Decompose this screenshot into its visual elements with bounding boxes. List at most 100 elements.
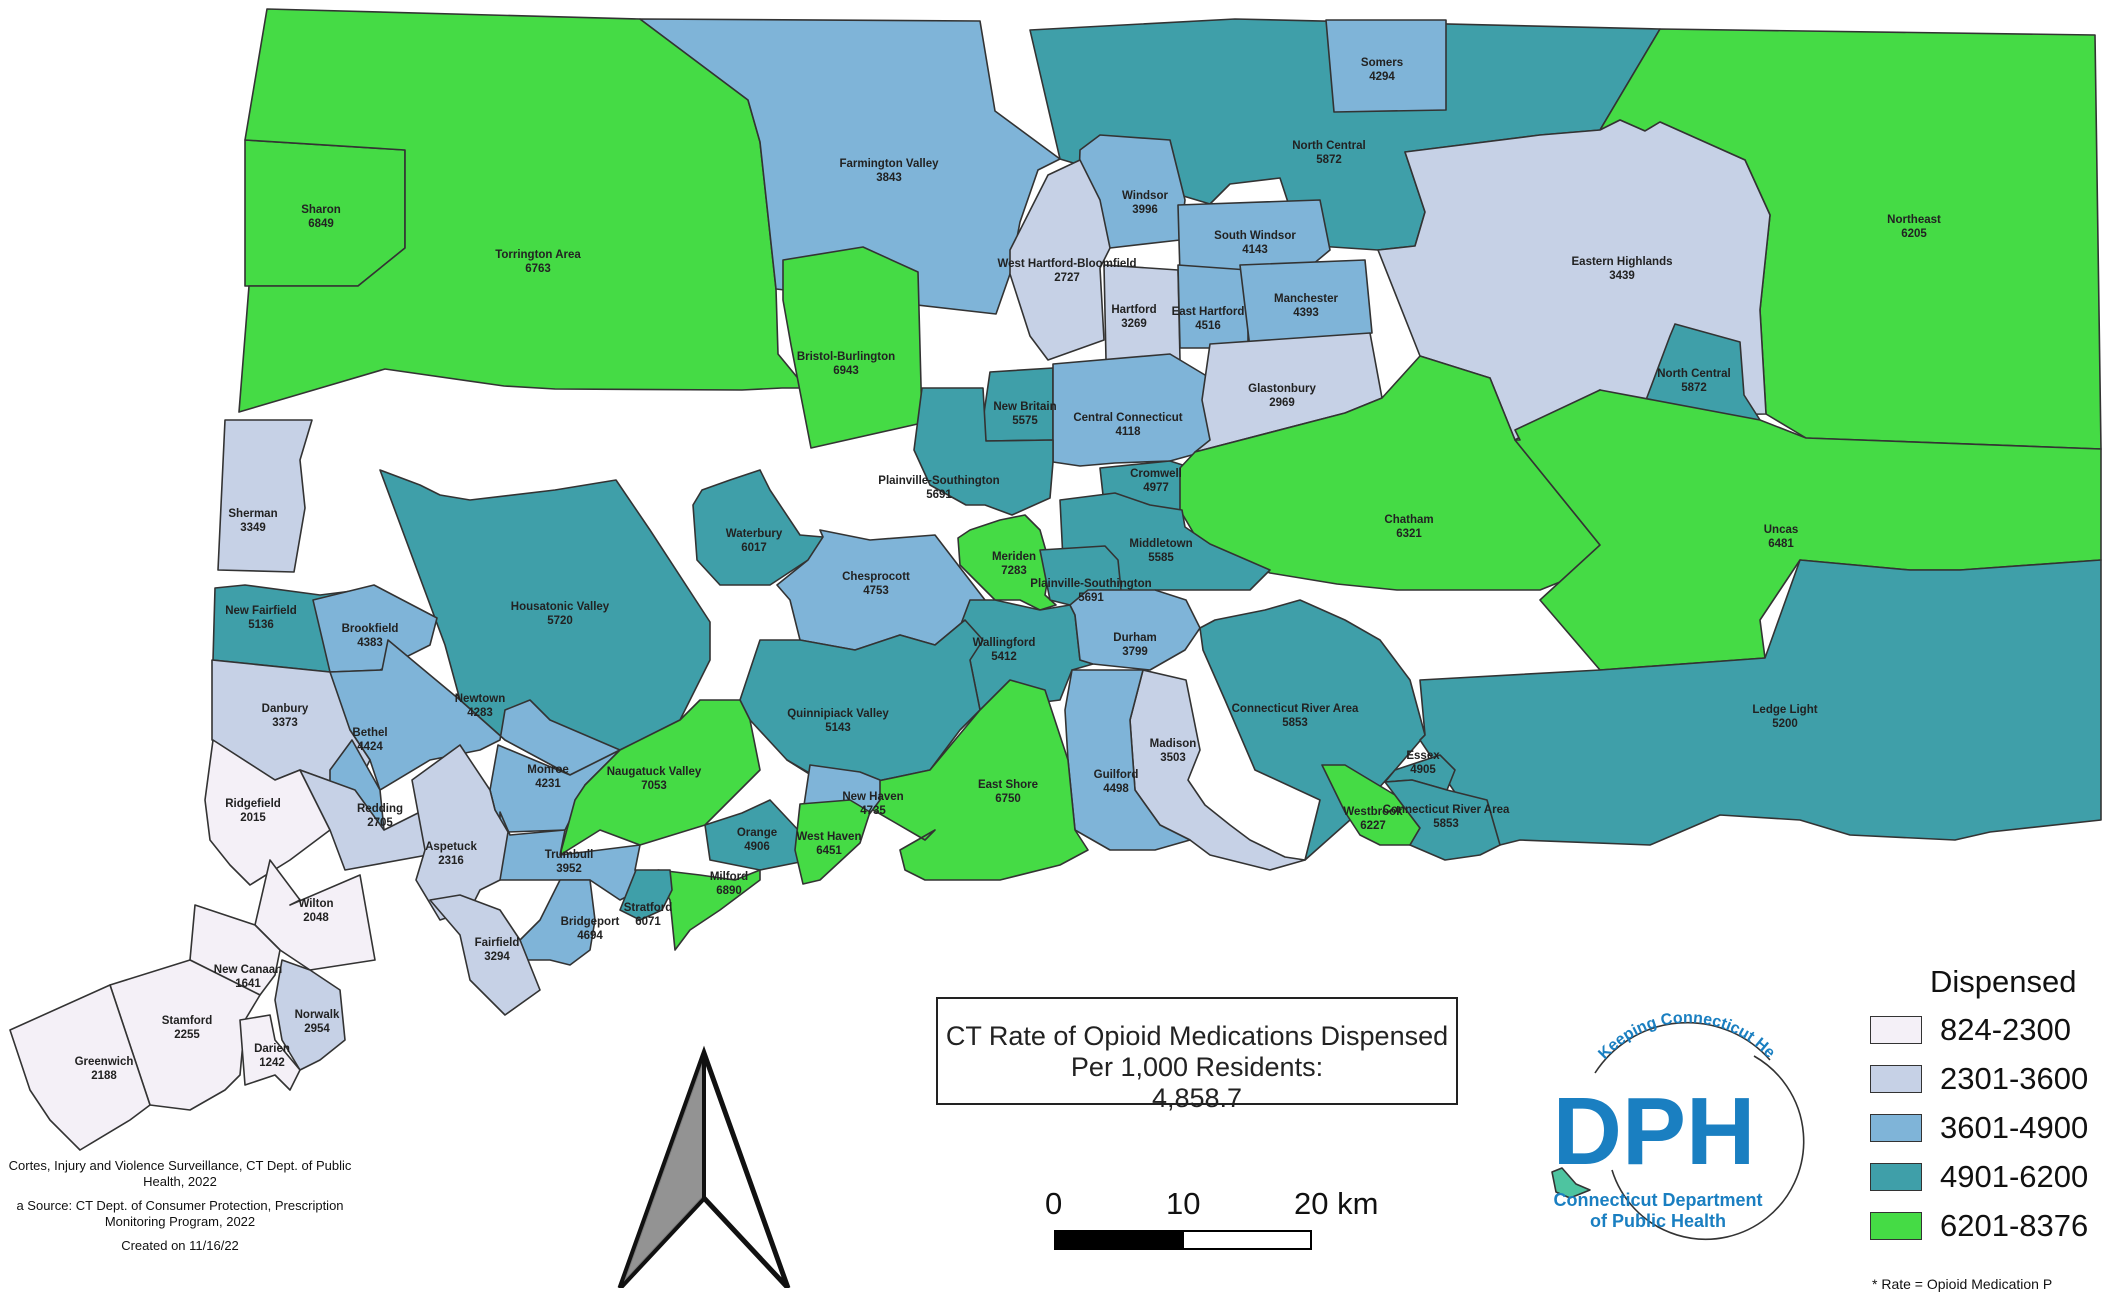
region-rate-label: 3294 — [484, 951, 510, 963]
region-norwalk[interactable] — [274, 959, 346, 1071]
region-rate-label: 5691 — [926, 489, 952, 501]
region-name-label: Greenwich — [75, 1056, 134, 1068]
region-rate-label: 5720 — [547, 615, 573, 627]
region-rate-label: 2048 — [303, 912, 329, 924]
region-sherman[interactable] — [217, 419, 313, 573]
region-west-haven[interactable] — [794, 799, 871, 885]
legend-item-2: 2301-3600 — [1868, 1061, 2111, 1097]
region-rate-label: 6071 — [635, 916, 661, 928]
region-rate-label: 4905 — [1410, 764, 1436, 776]
legend-footnote: * Rate = Opioid Medication P — [1872, 1276, 2053, 1292]
region-name-label: Madison — [1150, 738, 1197, 750]
region-name-label: New Haven — [842, 791, 903, 803]
legend-swatch — [1870, 1163, 1922, 1191]
region-rate-label: 2954 — [304, 1023, 330, 1035]
region-guilford[interactable] — [1064, 669, 1191, 851]
region-plainville-southington[interactable] — [913, 387, 1054, 516]
region-name-label: Brookfield — [342, 623, 399, 635]
region-rate-label: 4516 — [1195, 320, 1221, 332]
region-rate-label: 2188 — [91, 1070, 117, 1082]
region-name-label: Westbrook — [1343, 806, 1403, 818]
region-name-label: Hartford — [1111, 304, 1156, 316]
map-title-box: CT Rate of Opioid Medications Dispensed … — [936, 997, 1458, 1113]
region-name-label: North Central — [1292, 140, 1365, 152]
region-stamford[interactable] — [109, 959, 261, 1111]
title-line-2: Per 1,000 Residents: — [1070, 1052, 1324, 1082]
region-rate-label: 2316 — [438, 855, 464, 867]
region-name-label: Plainville-Southington — [878, 475, 999, 487]
region-name-label: Fairfield — [475, 937, 520, 949]
region-rate-label: 6205 — [1901, 228, 1927, 240]
title-line-1: CT Rate of Opioid Medications Dispensed — [945, 1021, 1449, 1051]
region-name-label: Northeast — [1887, 214, 1941, 226]
region-east-shore[interactable] — [786, 679, 1089, 881]
region-name-label: Chatham — [1384, 514, 1433, 526]
region-rate-label: 3503 — [1160, 752, 1186, 764]
region-name-label: Danbury — [262, 703, 309, 715]
region-name-label: Wilton — [298, 898, 333, 910]
region-quinnipiack-valley[interactable] — [739, 619, 984, 791]
region-name-label: North Central — [1657, 368, 1730, 380]
region-somers[interactable] — [1325, 19, 1447, 113]
region-rate-label: 2015 — [240, 812, 266, 824]
region-connecticut-river-area[interactable] — [1384, 779, 1501, 861]
region-rate-label: 5853 — [1433, 818, 1459, 830]
region-name-label: Middletown — [1129, 538, 1192, 550]
region-name-label: Redding — [357, 803, 403, 815]
region-name-label: Connecticut River Area — [1383, 804, 1510, 816]
region-stratford[interactable] — [619, 869, 673, 921]
region-rate-label: 3952 — [556, 863, 582, 875]
region-west-hartford-bloomfield[interactable] — [1009, 159, 1111, 361]
region-durham[interactable] — [1069, 589, 1201, 671]
region-rate-label: 6321 — [1396, 528, 1422, 540]
region-name-label: Central Connecticut — [1073, 412, 1182, 424]
region-rate-label: 4283 — [467, 707, 493, 719]
region-rate-label: 4294 — [1369, 71, 1395, 83]
logo-org-line2: of Public Health — [1590, 1211, 1726, 1231]
region-orange[interactable] — [704, 799, 811, 871]
region-name-label: Somers — [1361, 57, 1403, 69]
region-bristol-burlington[interactable] — [782, 246, 923, 449]
region-rate-label: 2255 — [174, 1029, 200, 1041]
map-credits: Cortes, Injury and Violence Surveillance… — [0, 1158, 360, 1262]
health-district-polygons — [9, 8, 2102, 1151]
region-manchester[interactable] — [1239, 259, 1373, 349]
region-central-connecticut[interactable] — [1052, 353, 1211, 467]
region-rate-label: 6750 — [995, 793, 1021, 805]
region-bridgeport[interactable] — [519, 879, 596, 966]
region-name-label: Ledge Light — [1752, 704, 1817, 716]
region-rate-label: 4393 — [1293, 307, 1319, 319]
region-name-label: Essex — [1406, 750, 1440, 762]
region-naugatuck-valley[interactable] — [559, 699, 761, 856]
region-name-label: New Britain — [993, 401, 1056, 413]
region-name-label: Eastern Highlands — [1572, 256, 1673, 268]
title-statewide-value: 4,858.7 — [1151, 1083, 1243, 1113]
region-name-label: Torrington Area — [495, 249, 581, 261]
region-waterbury[interactable] — [692, 469, 824, 586]
scale-label-0: 0 — [1045, 1186, 1063, 1221]
region-name-label: Milford — [710, 871, 748, 883]
region-rate-label: 6451 — [816, 845, 842, 857]
legend-range: 3601-4900 — [1940, 1110, 2089, 1145]
region-aspetuck[interactable] — [411, 744, 509, 921]
region-fairfield[interactable] — [429, 894, 541, 1016]
region-name-label: Uncas — [1764, 524, 1799, 536]
legend-item-1: 824-2300 — [1868, 1012, 2111, 1048]
region-name-label: East Shore — [978, 779, 1038, 791]
region-name-label: Bethel — [352, 727, 387, 739]
scale-label-20: 20 km — [1294, 1186, 1379, 1221]
legend-swatch — [1870, 1065, 1922, 1093]
region-name-label: Trumbull — [545, 849, 594, 861]
region-name-label: Orange — [737, 827, 777, 839]
region-rate-label: 4118 — [1116, 426, 1142, 438]
region-name-label: Quinnipiack Valley — [787, 708, 889, 720]
scale-bar — [1054, 1230, 1312, 1250]
region-rate-label: 3373 — [272, 717, 298, 729]
credit-created: Created on 11/16/22 — [121, 1238, 239, 1253]
region-greenwich[interactable] — [9, 984, 151, 1151]
region-rate-label: 2727 — [1054, 272, 1080, 284]
region-darien[interactable] — [239, 1014, 301, 1091]
region-rate-label: 5143 — [825, 722, 851, 734]
region-name-label: Stratford — [624, 902, 673, 914]
